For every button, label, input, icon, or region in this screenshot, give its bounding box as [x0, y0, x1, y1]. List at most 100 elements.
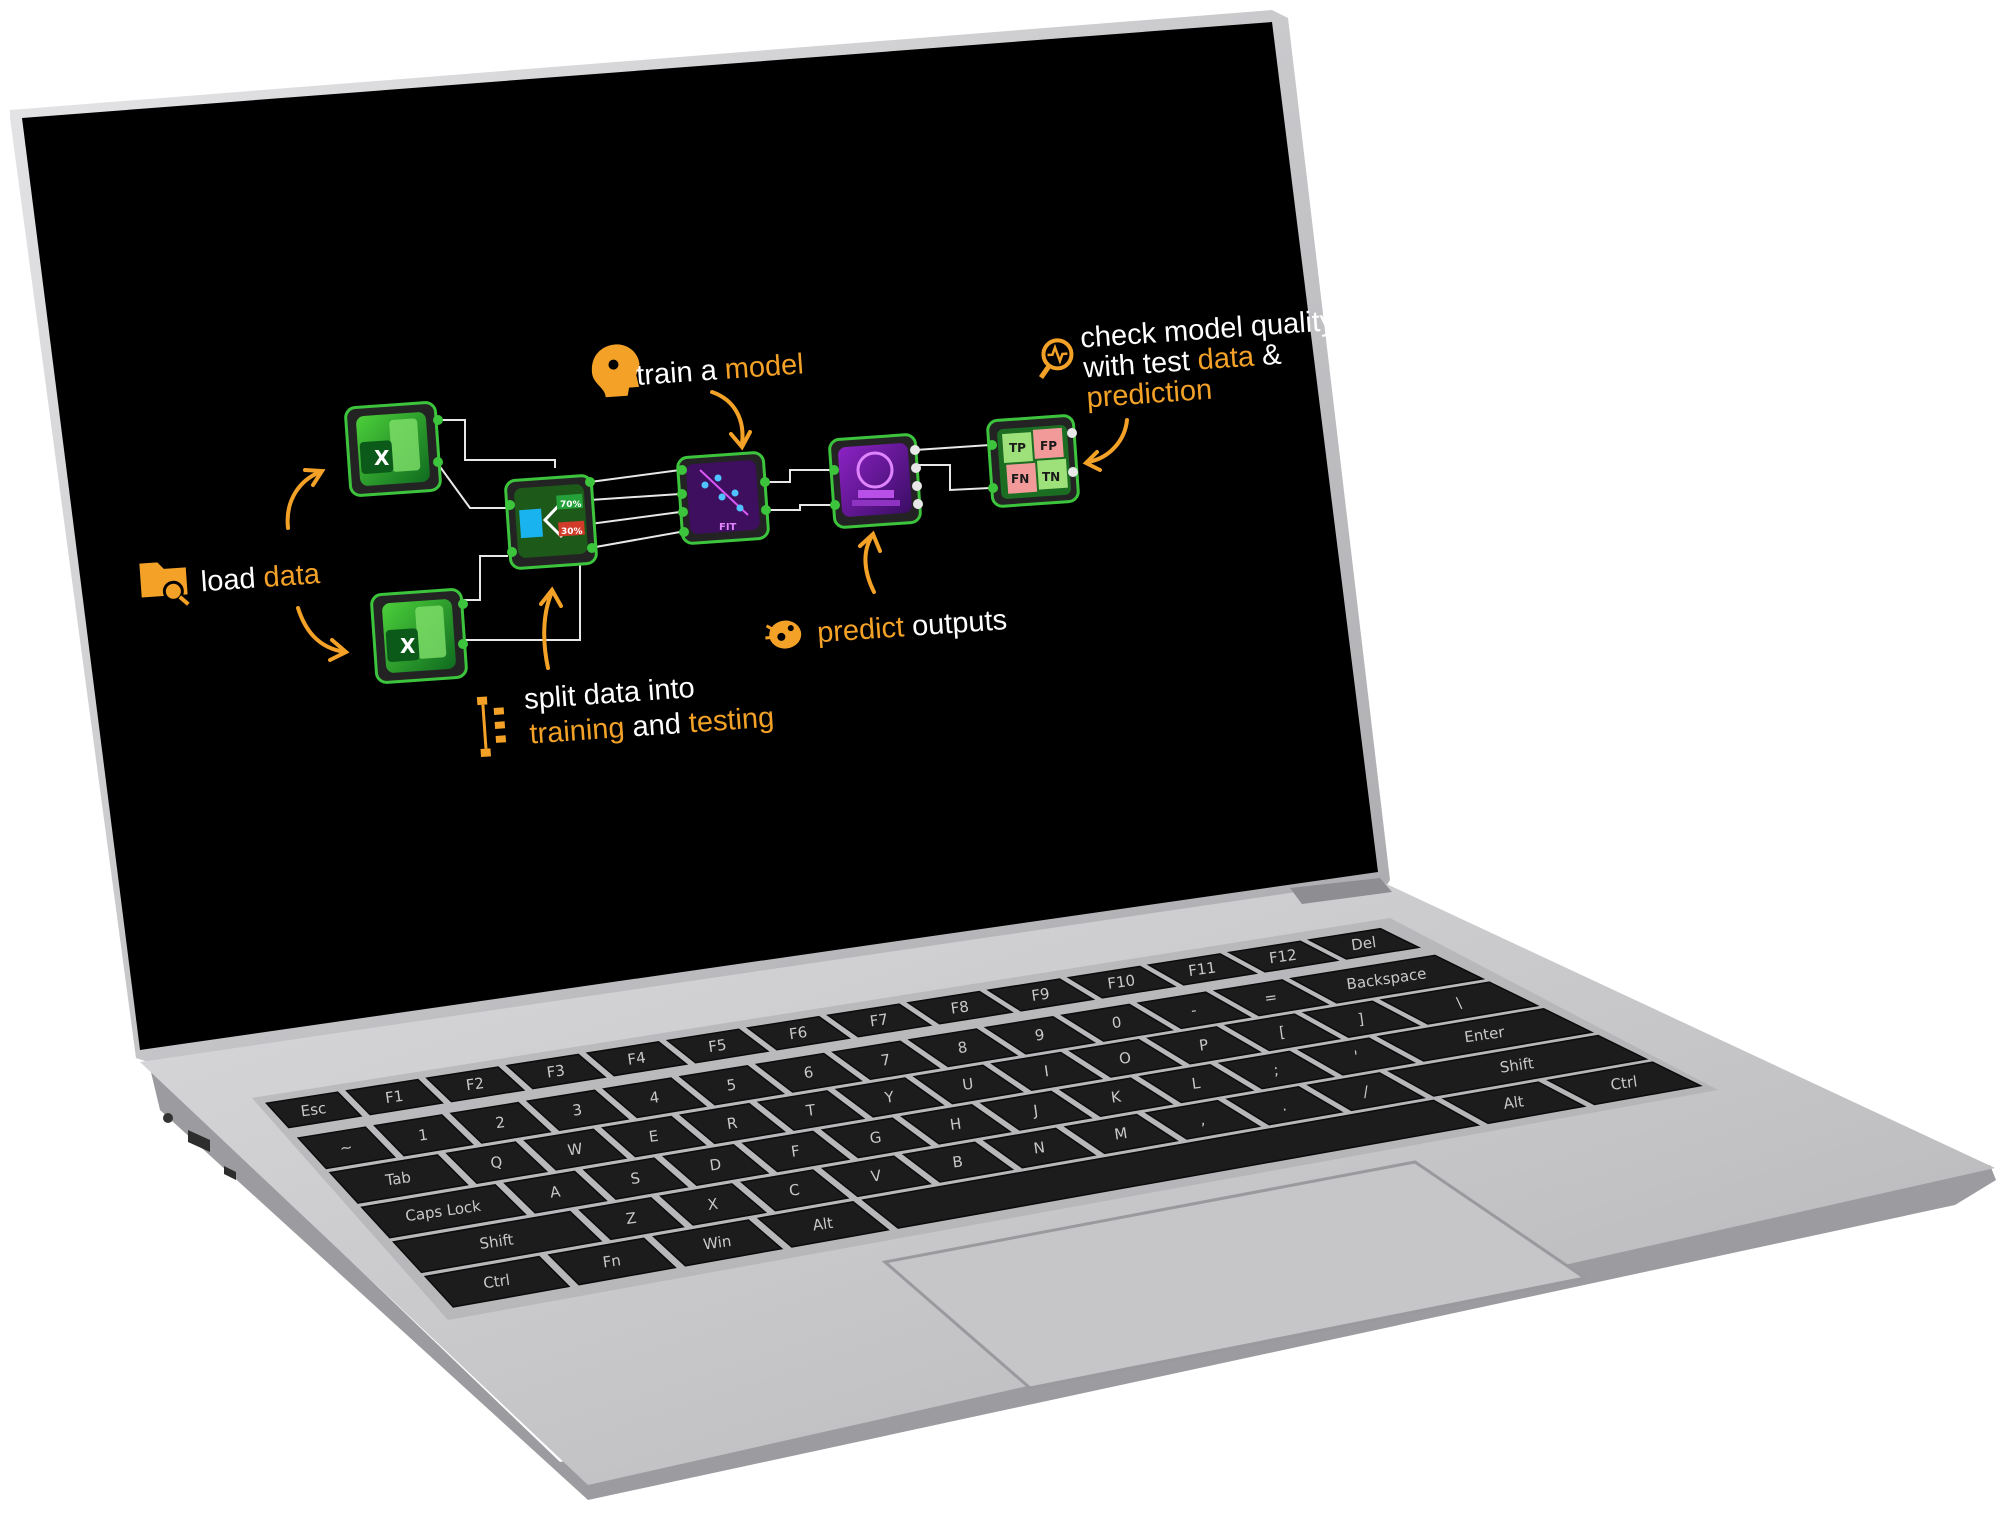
key-row5-11[interactable] — [1387, 1034, 1649, 1097]
key-row4-12[interactable] — [1376, 1008, 1595, 1062]
key-row4-5[interactable] — [820, 1117, 932, 1159]
key-row3-0[interactable] — [328, 1154, 469, 1204]
key-row2-13[interactable] — [1288, 954, 1486, 1004]
key-row5-6[interactable] — [982, 1127, 1097, 1169]
key-label: ; — [1272, 1061, 1280, 1080]
key-label: A — [549, 1182, 562, 1201]
key-label: \ — [1455, 993, 1463, 1012]
key-row5-3[interactable] — [739, 1169, 850, 1212]
key-label: P — [1198, 1036, 1209, 1055]
key-row4-7[interactable] — [979, 1090, 1093, 1131]
key-row3-5[interactable] — [756, 1090, 866, 1131]
data-splitter-node[interactable]: 70% 30% — [504, 474, 598, 570]
key-row3-13[interactable] — [1379, 981, 1540, 1025]
key-row1-13[interactable] — [1306, 927, 1422, 960]
key-row6-4[interactable] — [861, 1099, 1481, 1229]
key-row1-7[interactable] — [826, 1003, 933, 1038]
key-label: I — [1043, 1062, 1050, 1080]
key-row1-11[interactable] — [1146, 953, 1259, 986]
key-row5-0[interactable] — [392, 1210, 603, 1274]
excel-node-1[interactable]: X — [344, 401, 443, 497]
key-label: Alt — [1502, 1092, 1525, 1113]
key-row2-1[interactable] — [373, 1114, 474, 1157]
excel-node-2[interactable]: X — [370, 588, 468, 684]
cm-tp: TP — [1009, 441, 1026, 455]
key-row4-2[interactable] — [582, 1157, 689, 1200]
key-row2-9[interactable] — [983, 1015, 1097, 1055]
key-row3-4[interactable] — [678, 1102, 787, 1145]
key-row1-12[interactable] — [1226, 940, 1340, 973]
model-fit-node[interactable]: FIT — [676, 451, 771, 545]
key-row1-5[interactable] — [665, 1028, 770, 1064]
audio-jack — [163, 1113, 173, 1123]
key-row5-4[interactable] — [820, 1155, 932, 1198]
arrow-split-up — [542, 590, 554, 670]
key-row5-2[interactable] — [659, 1183, 768, 1226]
key-row4-6[interactable] — [900, 1104, 1012, 1145]
key-row5-8[interactable] — [1144, 1099, 1262, 1140]
key-row3-7[interactable] — [912, 1064, 1025, 1105]
key-row5-7[interactable] — [1063, 1113, 1179, 1155]
key-row3-3[interactable] — [601, 1115, 707, 1158]
key-row2-2[interactable] — [449, 1101, 552, 1144]
key-row3-6[interactable] — [834, 1077, 945, 1118]
key-row5-9[interactable] — [1225, 1086, 1344, 1126]
key-row6-0[interactable] — [423, 1255, 571, 1308]
key-row1-8[interactable] — [906, 990, 1014, 1025]
key-row4-11[interactable] — [1296, 1037, 1417, 1076]
key-row4-3[interactable] — [661, 1144, 770, 1187]
key-row3-10[interactable] — [1145, 1026, 1263, 1065]
key-row3-2[interactable] — [523, 1128, 628, 1171]
key-row4-0[interactable] — [360, 1183, 527, 1239]
key-row2-0[interactable] — [296, 1126, 397, 1170]
key-row6-6[interactable] — [1545, 1061, 1703, 1106]
key-row5-10[interactable] — [1306, 1072, 1427, 1112]
tree-split-icon — [476, 696, 507, 758]
key-label: Z — [625, 1209, 638, 1228]
key-row4-8[interactable] — [1058, 1077, 1174, 1118]
key-row1-1[interactable] — [345, 1078, 444, 1116]
key-row2-11[interactable] — [1136, 991, 1252, 1030]
key-row2-10[interactable] — [1060, 1003, 1175, 1042]
key-row1-0[interactable] — [264, 1091, 363, 1129]
key-row4-4[interactable] — [741, 1130, 851, 1173]
load-label: load data — [200, 558, 322, 598]
key-row2-7[interactable] — [831, 1040, 941, 1081]
key-row1-4[interactable] — [585, 1041, 689, 1077]
predict-node[interactable] — [828, 433, 923, 529]
key-row2-5[interactable] — [678, 1065, 786, 1106]
confusion-matrix-node[interactable]: TP FP FN TN — [986, 414, 1080, 508]
key-row2-8[interactable] — [907, 1028, 1019, 1068]
key-row4-1[interactable] — [503, 1170, 608, 1214]
key-label: F9 — [1030, 985, 1051, 1005]
key-row4-9[interactable] — [1138, 1064, 1255, 1104]
key-row3-11[interactable] — [1223, 1013, 1342, 1052]
key-row3-9[interactable] — [1068, 1038, 1183, 1078]
key-row1-9[interactable] — [986, 978, 1096, 1012]
key-label: Ctrl — [1609, 1072, 1638, 1094]
key-row3-1[interactable] — [445, 1141, 549, 1184]
key-label: K — [1110, 1087, 1123, 1106]
key-row1-10[interactable] — [1066, 965, 1177, 999]
edge-splitter-fit-2 — [589, 493, 681, 501]
key-row6-5[interactable] — [1441, 1081, 1587, 1125]
key-row2-12[interactable] — [1212, 979, 1330, 1017]
trackpad[interactable] — [881, 1160, 1589, 1390]
key-row2-3[interactable] — [525, 1089, 630, 1131]
laptop-hinge — [1290, 878, 1392, 904]
key-row1-2[interactable] — [425, 1066, 526, 1103]
key-row2-6[interactable] — [754, 1052, 863, 1093]
key-row1-6[interactable] — [745, 1015, 852, 1051]
key-label: C — [788, 1181, 801, 1200]
key-row5-1[interactable] — [578, 1196, 685, 1241]
key-row3-8[interactable] — [990, 1051, 1104, 1092]
key-row3-12[interactable] — [1301, 1000, 1421, 1038]
key-row6-1[interactable] — [547, 1237, 677, 1286]
predict-label: predict outputs — [816, 604, 1008, 649]
key-row6-3[interactable] — [756, 1200, 890, 1248]
key-row4-10[interactable] — [1217, 1050, 1336, 1090]
key-row1-3[interactable] — [505, 1053, 607, 1090]
key-row2-4[interactable] — [602, 1077, 708, 1119]
key-row6-2[interactable] — [652, 1219, 784, 1267]
key-row5-5[interactable] — [901, 1141, 1015, 1183]
